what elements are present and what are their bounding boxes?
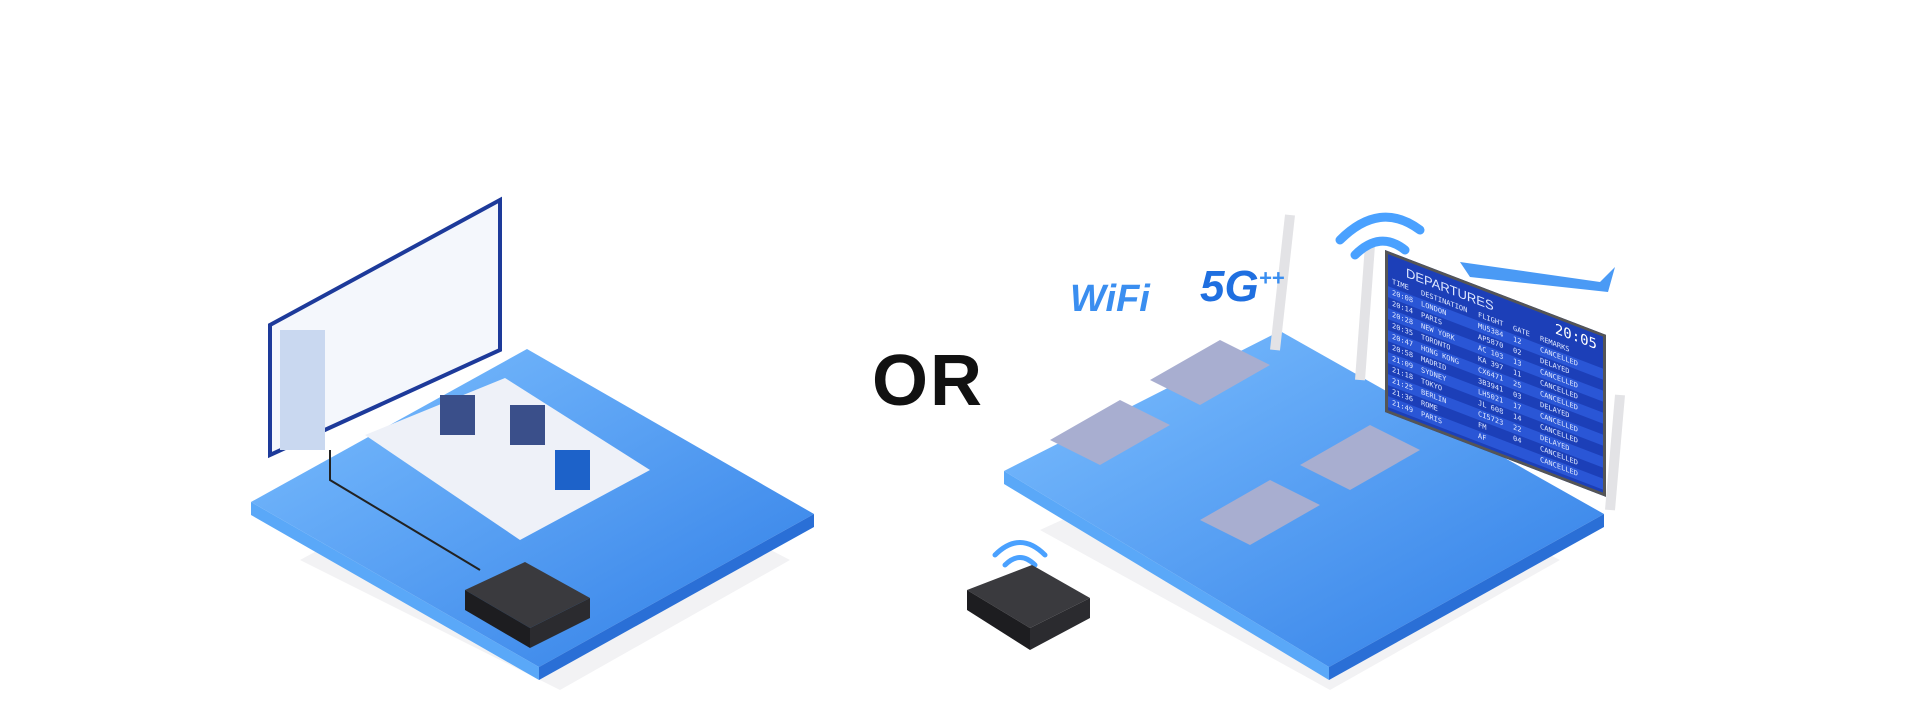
wifi-signal-icon	[1335, 212, 1425, 260]
media-player-device-left	[465, 562, 590, 648]
5g-badge: 5G++	[1200, 262, 1284, 312]
wifi-badge: WiFi	[1070, 278, 1150, 320]
airport-platform	[1004, 212, 1625, 690]
wifi-signal-icon	[992, 540, 1048, 568]
airplane-icon	[1460, 262, 1615, 292]
media-player-device-right	[967, 540, 1090, 650]
5g-label: 5G	[1200, 262, 1259, 311]
meeting-room-platform	[251, 196, 814, 690]
or-separator: OR	[872, 341, 984, 421]
5g-plus-label: ++	[1258, 265, 1285, 291]
